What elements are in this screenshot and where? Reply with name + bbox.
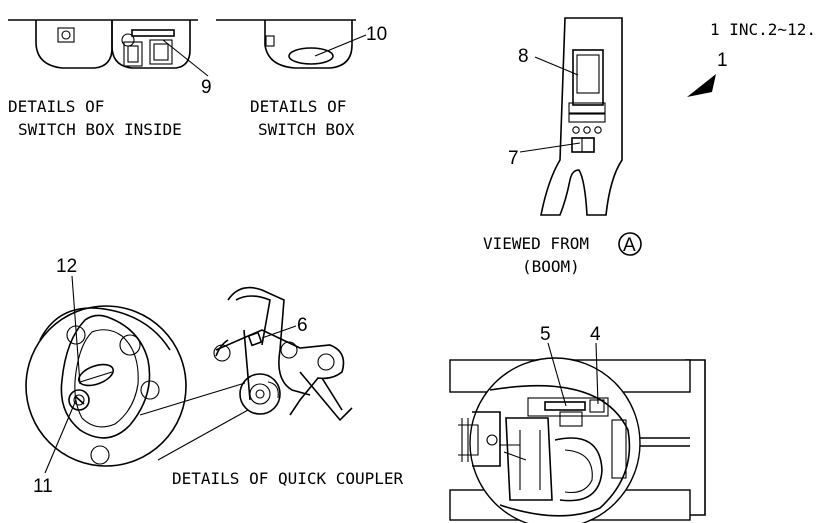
leader-8	[534, 56, 579, 76]
view-arrow-1	[687, 74, 716, 97]
view-marker-circle	[618, 232, 642, 256]
caption-quick-coupler: DETAILS OF QUICK COUPLER	[172, 469, 404, 488]
switch-box-inside-drawing	[8, 19, 198, 69]
leader-11	[44, 399, 77, 474]
caption-switch-box-inside-line1: DETAILS OF	[8, 97, 104, 116]
caption-switch-box-line1: DETAILS OF	[250, 97, 346, 116]
leader-4	[595, 342, 599, 405]
callout-1: 1	[717, 50, 728, 71]
callout-10: 10	[366, 24, 387, 45]
leader-6	[261, 325, 297, 339]
callout-9: 9	[201, 77, 212, 98]
quick-coupler-arm-drawing	[213, 286, 353, 422]
callout-4: 4	[590, 324, 601, 345]
callout-7: 7	[508, 148, 519, 169]
leader-12	[71, 275, 81, 385]
leader-5	[547, 342, 567, 407]
caption-switch-box-line2: SWITCH BOX	[258, 120, 355, 139]
callout-6: 6	[297, 315, 308, 336]
callout-11: 11	[33, 476, 53, 497]
callout-5: 5	[540, 324, 551, 345]
callout-12: 12	[56, 256, 77, 277]
callout-8: 8	[518, 46, 529, 67]
switch-box-drawing	[216, 19, 356, 69]
caption-boom: (BOOM)	[522, 257, 580, 276]
leader-9	[162, 39, 209, 77]
excavator-top-view-drawing	[449, 357, 706, 523]
control-panel-drawing	[540, 17, 623, 216]
caption-viewed-from: VIEWED FROM	[483, 234, 589, 253]
quick-coupler-magnified-drawing	[25, 305, 249, 467]
caption-switch-box-inside-line2: SWITCH BOX INSIDE	[18, 120, 182, 139]
leader-10	[314, 34, 367, 57]
view-marker-letter: A	[623, 235, 636, 256]
header-note: 1 INC.2~12.	[710, 20, 816, 39]
leader-7	[519, 142, 581, 153]
